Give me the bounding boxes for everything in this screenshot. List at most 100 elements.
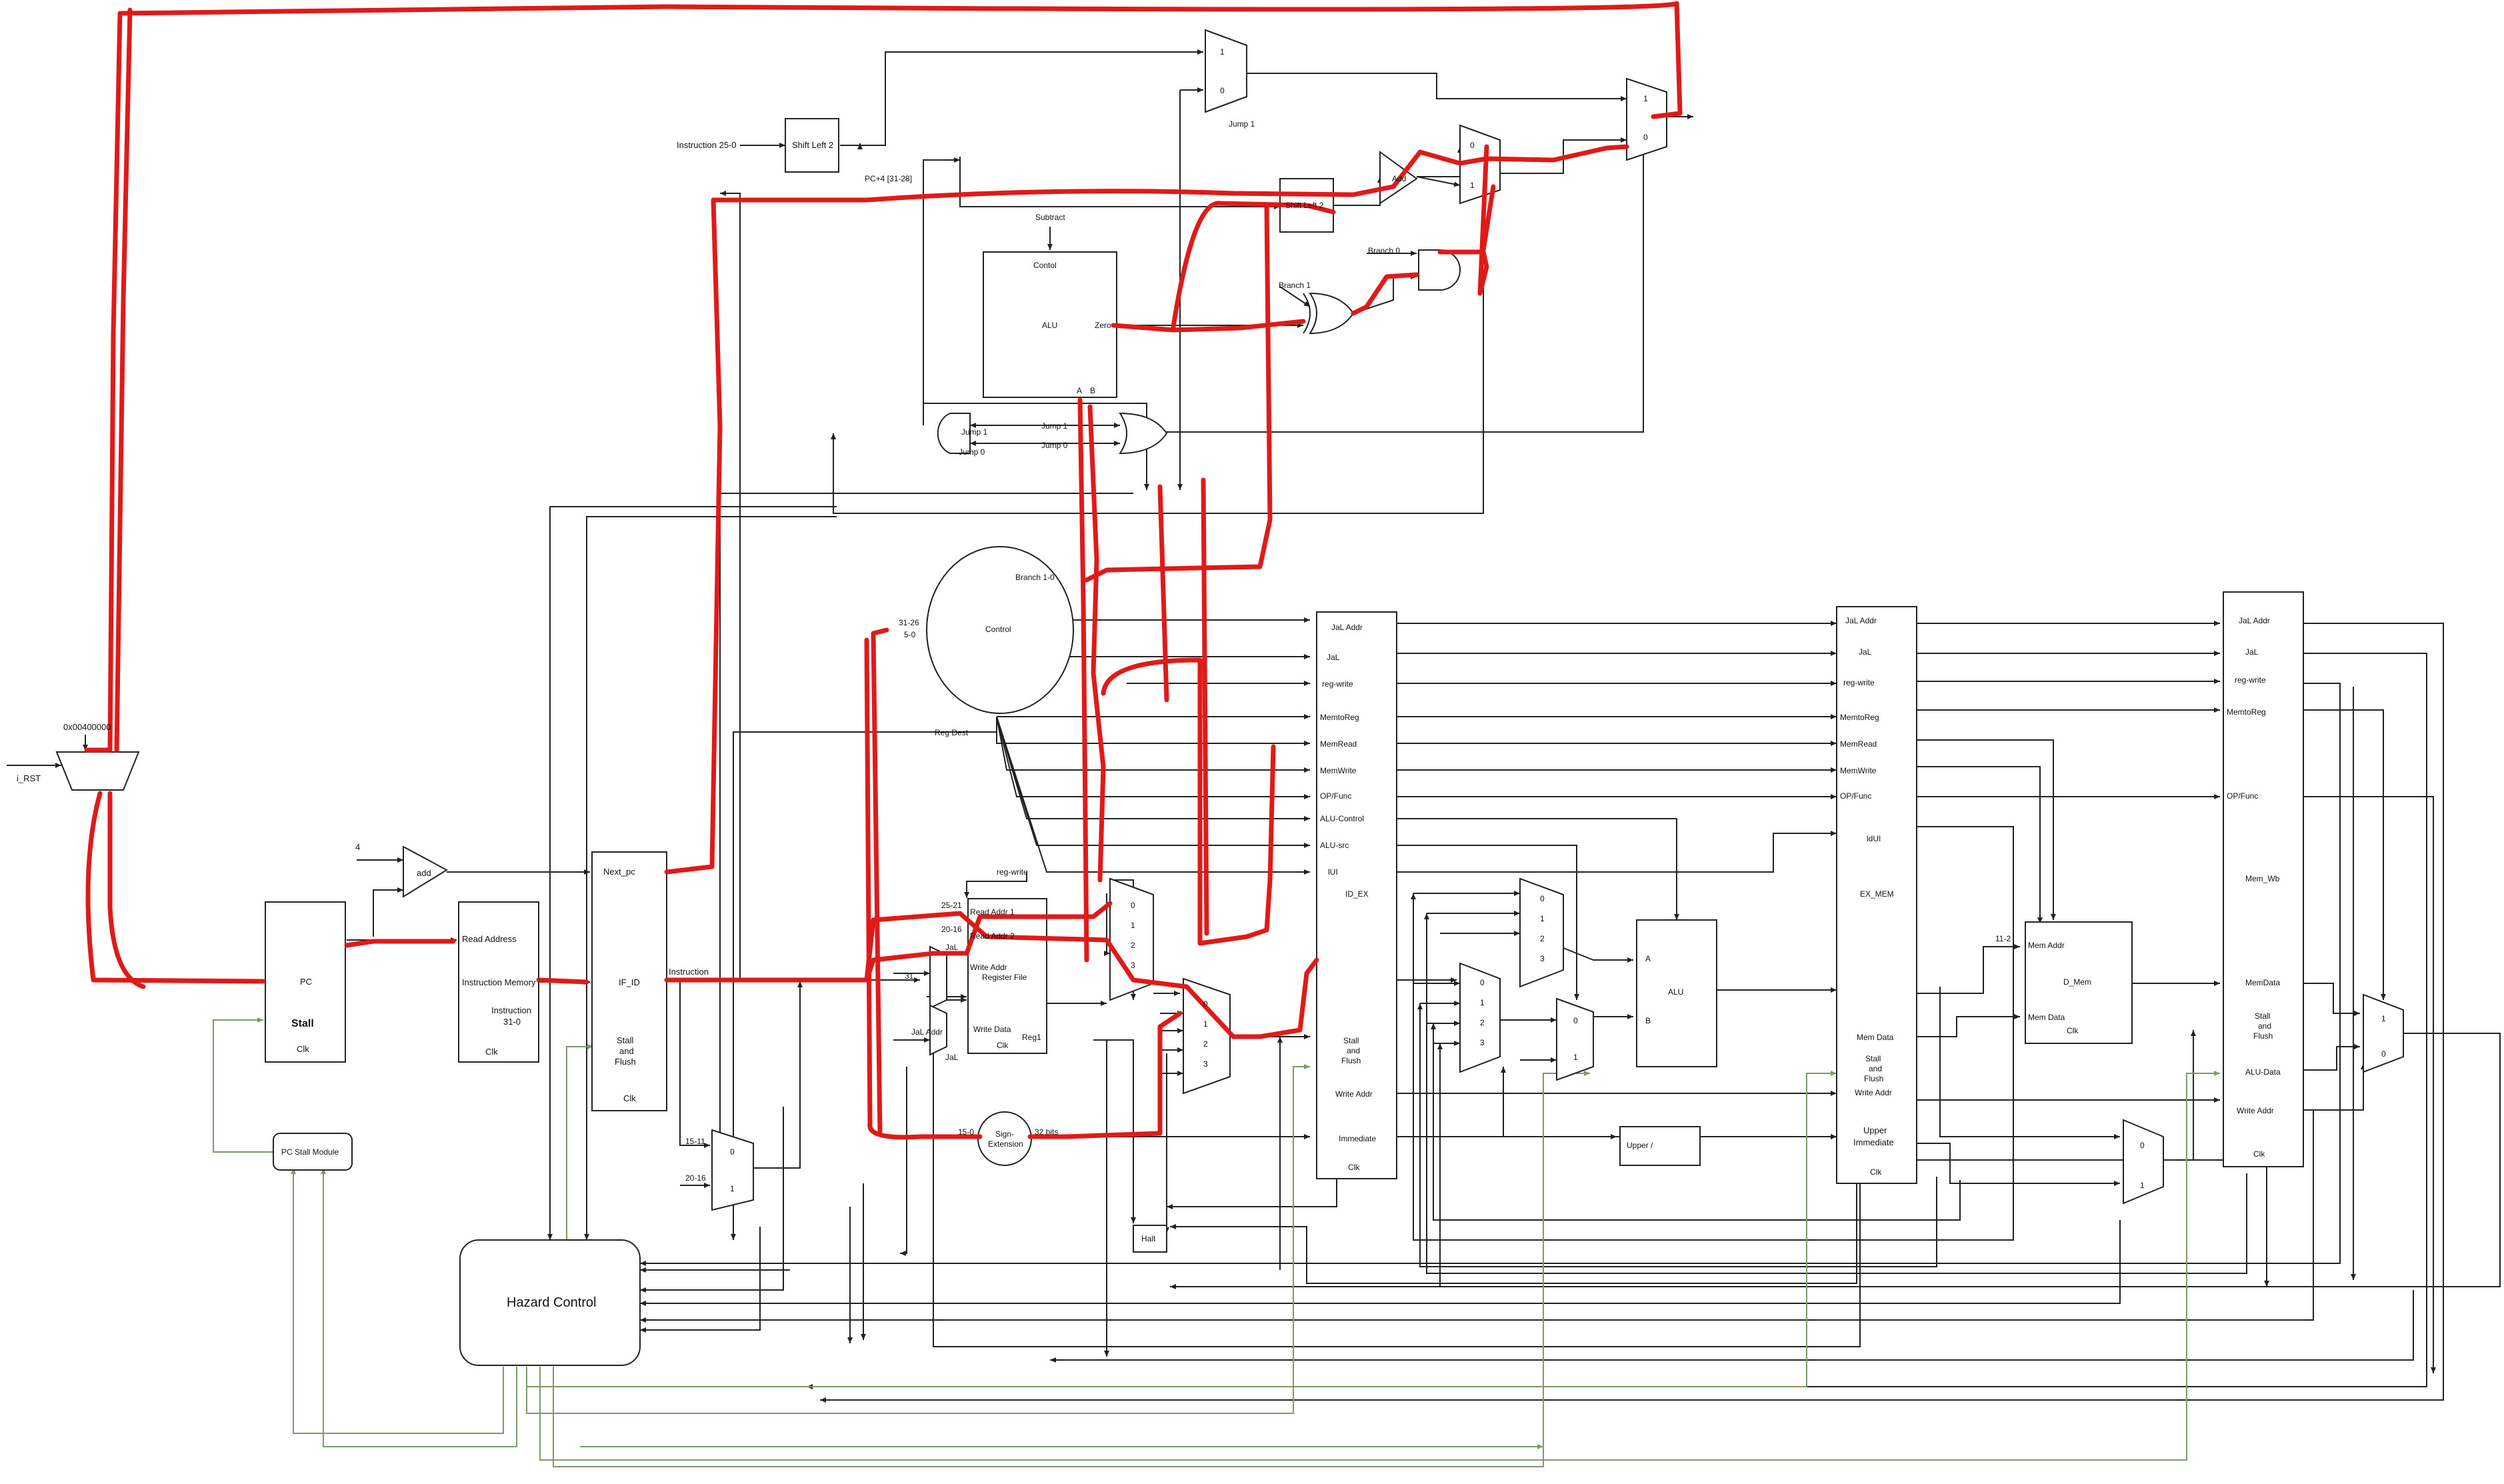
mem-wb-jal: JaL [2245, 647, 2259, 657]
exa-0: 0 [1540, 894, 1545, 903]
mem-wb-opfunc: OP/Func [2227, 791, 2258, 801]
pc-clk: Clk [297, 1044, 309, 1054]
if-id-stall-b: and [619, 1046, 634, 1056]
exa-1: 1 [1540, 914, 1545, 923]
final-mux-1: 1 [1643, 94, 1648, 103]
if-id-next-pc: Next_pc [603, 867, 635, 877]
ex-mem-memread: MemRead [1840, 739, 1877, 749]
shift-left-mid-label: Shift Left 2 [1285, 201, 1324, 210]
pc4-bits-label: PC+4 [31-28] [865, 174, 912, 183]
jump-mux-0: 0 [1220, 86, 1225, 95]
ex-mem-upper-a: Upper [1863, 1125, 1887, 1135]
regfile-name: Register File [982, 973, 1027, 982]
regfile-reg1: Reg1 [1022, 1033, 1041, 1042]
regfile-write-data: Write Data [973, 1025, 1011, 1034]
fwd-b-1: 1 [1203, 1019, 1208, 1029]
jump0-gate-label: Jump 0 [959, 447, 985, 457]
id-ex-name: ID_EX [1345, 889, 1369, 899]
upper-label: Upper / [1627, 1141, 1653, 1150]
id-ex-alu-src: ALU-src [1320, 841, 1349, 850]
branch-alu-a: A [1077, 386, 1082, 395]
ex-mem-jal: JaL [1859, 647, 1872, 657]
id-ex-write-addr: Write Addr [1335, 1089, 1373, 1099]
branch-add-label: Add [1392, 174, 1406, 183]
mem-wb-reg-write: reg-write [2235, 675, 2266, 685]
ex-mem-stall-b: and [1869, 1064, 1882, 1073]
mem-wb-jal-addr: JaL Addr [2239, 616, 2270, 625]
ex-mem-mem-data: Mem Data [1857, 1033, 1894, 1042]
control-branch-label: Branch 1-0 [1015, 573, 1055, 582]
jump-mux-top [1205, 30, 1247, 112]
regfile-write-addr: Write Addr [970, 963, 1007, 972]
main-alu-name: ALU [1668, 987, 1683, 997]
if-id-name: IF_ID [619, 977, 640, 987]
ex-mem-upper-b: Immediate [1853, 1137, 1894, 1147]
exb-0: 0 [1480, 978, 1485, 987]
exb-3: 3 [1480, 1038, 1485, 1047]
id-ex-memread: MemRead [1320, 739, 1357, 749]
branch-alu-control: Contol [1033, 261, 1057, 270]
dmem-clk: Clk [2067, 1026, 2079, 1035]
branch-mux-0: 0 [1470, 141, 1475, 150]
exa-2: 2 [1540, 934, 1545, 943]
id-ex-opfunc: OP/Func [1320, 791, 1351, 801]
branch-alu-b: B [1090, 386, 1095, 395]
mem-wb-write-addr: Write Addr [2237, 1106, 2274, 1115]
dmem-mem-data: Mem Data [2028, 1013, 2065, 1022]
pc-stall-module-label: PC Stall Module [281, 1147, 339, 1157]
final-mux-0: 0 [1643, 133, 1648, 142]
sign-ext-out: 32 bits [1035, 1127, 1058, 1137]
mem-mux-0: 0 [2140, 1141, 2145, 1150]
alusrc-1: 1 [1573, 1053, 1578, 1062]
dmem-name: D_Mem [2063, 977, 2091, 987]
id-ex-jal: JaL [1327, 653, 1340, 662]
id-ex-reg-write: reg-write [1322, 679, 1353, 689]
ex-mem-jal-addr: JaL Addr [1845, 616, 1877, 625]
id-ex-alu-control: ALU-Control [1320, 814, 1364, 823]
dmem-mem-addr: Mem Addr [2028, 941, 2065, 950]
exb-2: 2 [1480, 1018, 1485, 1027]
ex-mem-stall-c: Flush [1864, 1074, 1883, 1083]
ex-mem-memwrite: MemWrite [1840, 766, 1877, 775]
fwd-a-0: 0 [1131, 901, 1135, 910]
reg-dest-label: Reg Dest [935, 728, 969, 737]
id-ex-immediate: Immediate [1339, 1134, 1376, 1143]
id-ex-memtoreg: MemtoReg [1320, 713, 1359, 722]
instruction-wire-label: Instruction [669, 967, 709, 977]
control-op-b: 5-0 [904, 630, 916, 639]
branch-alu-zero: Zero [1095, 321, 1111, 330]
alusrc-0: 0 [1573, 1016, 1578, 1025]
branch0-label: Branch 0 [1368, 246, 1400, 255]
ex-mem-clk: Clk [1870, 1167, 1882, 1177]
regfile-bits-a: 25-21 [941, 901, 962, 910]
ex-mem-lui: ldUI [1867, 834, 1881, 843]
id-ex-jal-addr: JaL Addr [1331, 623, 1363, 632]
jump1-gate-label: Jump 1 [961, 427, 988, 437]
exb-1: 1 [1480, 998, 1485, 1007]
regfile-bits-b: 20-16 [941, 925, 962, 934]
ex-mem-name: EX_MEM [1860, 889, 1894, 899]
reset-label: i_RST [17, 773, 41, 783]
fwd-b-3: 3 [1203, 1059, 1208, 1069]
if-id-stall-a: Stall [617, 1035, 633, 1045]
regfile-jal2: JaL [945, 1053, 959, 1062]
control-op-a: 31-26 [899, 618, 919, 627]
alu-src-mux [1557, 999, 1593, 1080]
jump1-or-label: Jump 1 [1041, 421, 1068, 431]
if-id-stall-c: Flush [615, 1057, 636, 1067]
regfile-const31: 31 [905, 971, 914, 981]
jump1-top-label: Jump 1 [1229, 119, 1255, 129]
fwd-a-1: 1 [1131, 921, 1135, 930]
const-four-label: 4 [355, 842, 360, 852]
pc-name: PC [300, 977, 312, 987]
instr-25-0-label: Instruction 25-0 [677, 140, 737, 150]
regfile-read2: Read Addr 2 [970, 931, 1015, 941]
mem-mux-1: 1 [2140, 1181, 2145, 1190]
regfile-addr-mux [930, 947, 947, 1008]
pc-init-mux [57, 752, 139, 790]
regfile-read1: Read Addr 1 [970, 907, 1015, 917]
mem-wb-memtoreg: MemtoReg [2227, 707, 2266, 717]
mem-wb-stall-b: and [2258, 1021, 2271, 1031]
id-ex-stall-a: Stall [1343, 1036, 1359, 1045]
